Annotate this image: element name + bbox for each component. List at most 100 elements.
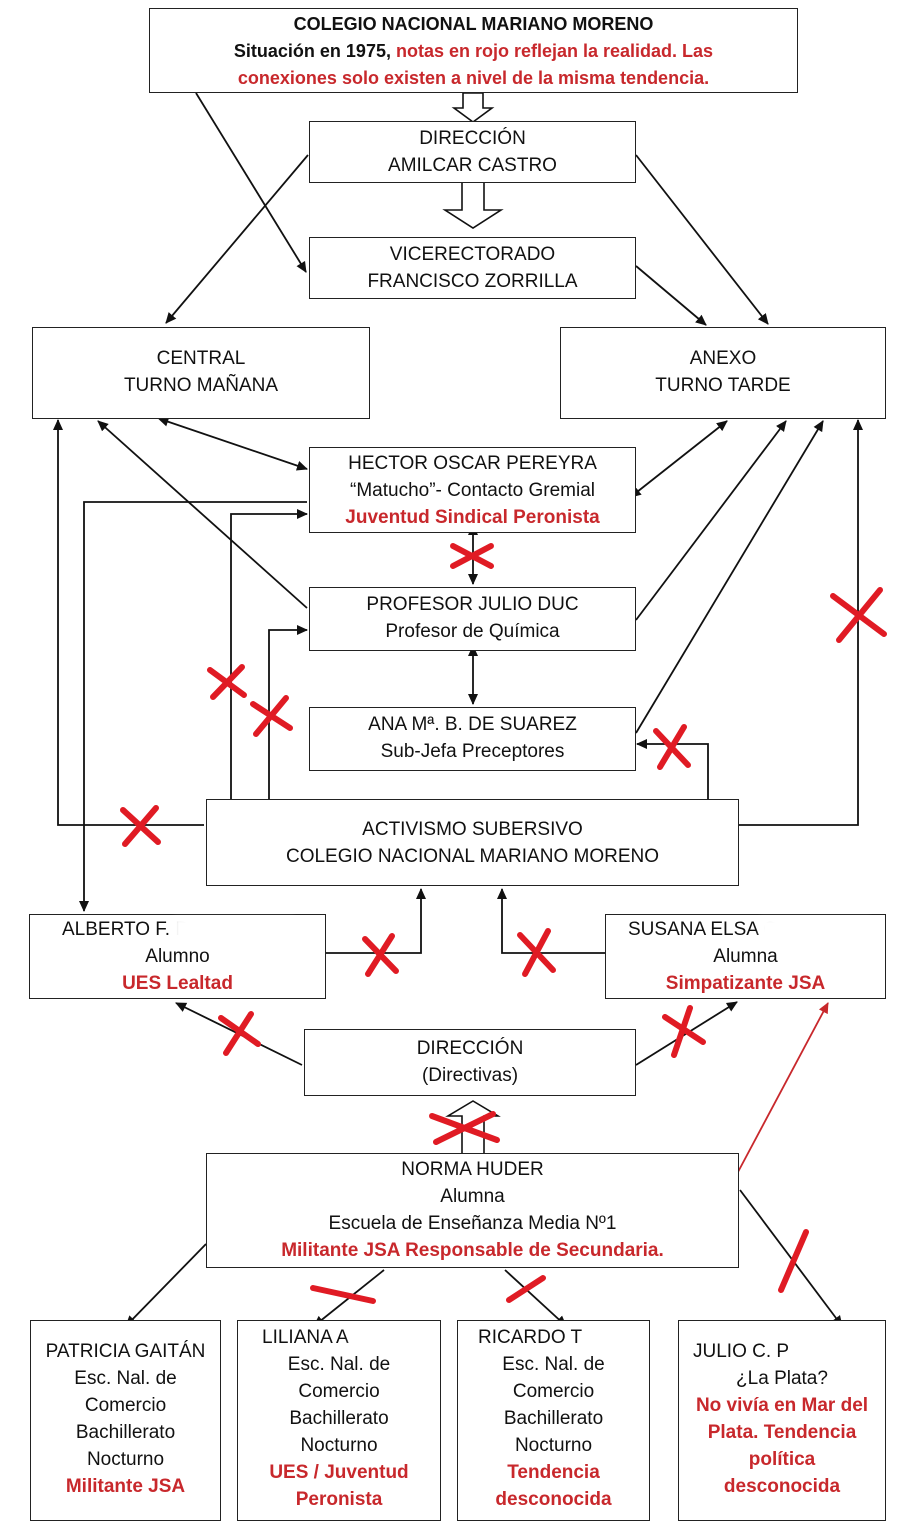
node-susana: SUSANA ELSA C Alumna Simpatizante JSA bbox=[605, 914, 886, 999]
node-liliana: LILIANA A Esc. Nal. de Comercio Bachille… bbox=[237, 1320, 441, 1521]
node-label: Bachillerato bbox=[75, 1422, 176, 1443]
node-label: Escuela de Enseñanza Media Nº1 bbox=[328, 1213, 617, 1234]
node-label: JULIO C. P bbox=[693, 1341, 790, 1362]
node-central: CENTRAL TURNO MAÑANA bbox=[32, 327, 370, 419]
node-note-red: política bbox=[748, 1449, 816, 1470]
node-label: Esc. Nal. de bbox=[287, 1354, 391, 1375]
edge-huder-to-julio bbox=[739, 1189, 843, 1327]
node-label: Alumno bbox=[145, 946, 210, 967]
edge-activismo-to-pereyra bbox=[230, 509, 308, 800]
edge-huder-to-susana-red bbox=[737, 1002, 829, 1173]
node-label: AMILCAR CASTRO bbox=[388, 155, 557, 176]
header-line2-red: notas en rojo reflejan la realidad. Las bbox=[395, 41, 714, 61]
node-julio: JULIO C. P ¿La Plata? No vivía en Mar de… bbox=[678, 1320, 886, 1521]
node-note-red: Simpatizante JSA bbox=[665, 973, 826, 994]
node-duc: PROFESOR JULIO DUC Profesor de Química bbox=[309, 587, 636, 651]
edge-pereyra-anexo bbox=[629, 420, 728, 498]
node-gaitan: PATRICIA GAITÁN Esc. Nal. de Comercio Ba… bbox=[30, 1320, 221, 1521]
edge-huder-to-ricardo bbox=[504, 1269, 567, 1327]
redaction-blur bbox=[174, 918, 294, 942]
edge-suarez-to-anexo bbox=[635, 420, 824, 734]
edge-direccion-to-central bbox=[165, 154, 309, 324]
node-label: DIRECCIÓN bbox=[416, 1038, 524, 1059]
header-box: COLEGIO NACIONAL MARIANO MORENO Situació… bbox=[149, 8, 798, 93]
node-label: Comercio bbox=[298, 1381, 380, 1402]
node-label: ACTIVISMO SUBERSIVO bbox=[362, 819, 583, 840]
node-note-red: desconocida bbox=[723, 1476, 841, 1497]
node-label: Sub-Jefa Preceptores bbox=[380, 741, 565, 762]
node-label: ANEXO bbox=[689, 348, 757, 369]
hollow-arrow-direccion-to-vicerectorado bbox=[442, 181, 504, 229]
node-label: Nocturno bbox=[86, 1449, 165, 1470]
node-huder: NORMA HUDER Alumna Escuela de Enseñanza … bbox=[206, 1153, 739, 1268]
node-direccion-top: DIRECCIÓN AMILCAR CASTRO bbox=[309, 121, 636, 183]
hollow-arrow-title-to-direccion bbox=[451, 92, 495, 123]
node-anexo: ANEXO TURNO TARDE bbox=[560, 327, 886, 419]
header-line-2: Situación en 1975, notas en rojo refleja… bbox=[150, 38, 797, 65]
edge-title-to-vicerectorado bbox=[195, 92, 307, 273]
edge-duc-to-anexo bbox=[635, 420, 787, 621]
node-label: COLEGIO NACIONAL MARIANO MORENO bbox=[285, 846, 659, 867]
header-line2-black: Situación en 1975, bbox=[233, 41, 396, 61]
node-label: Nocturno bbox=[514, 1435, 593, 1456]
node-label: FRANCISCO ZORRILLA bbox=[367, 271, 578, 292]
node-label: NORMA HUDER bbox=[401, 1159, 544, 1180]
edge-direccion-mid-to-alberto bbox=[175, 1002, 303, 1066]
node-label: Nocturno bbox=[300, 1435, 378, 1456]
node-activismo: ACTIVISMO SUBERSIVO COLEGIO NACIONAL MAR… bbox=[206, 799, 739, 886]
node-suarez: ANA Mª. B. DE SUAREZ Sub-Jefa Preceptore… bbox=[309, 707, 636, 771]
edge-huder-to-liliana bbox=[313, 1269, 385, 1327]
node-label: TURNO MAÑANA bbox=[123, 375, 279, 396]
node-label: Profesor de Química bbox=[385, 621, 560, 642]
node-note-red: Militante JSA bbox=[65, 1476, 186, 1497]
redaction-blur bbox=[760, 918, 870, 942]
node-label: DIRECCIÓN bbox=[419, 128, 526, 149]
edge-activismo-to-suarez bbox=[636, 739, 709, 800]
redaction-blur bbox=[798, 1340, 878, 1362]
node-label: RICARDO T bbox=[478, 1327, 583, 1348]
node-direccion-mid: DIRECCIÓN (Directivas) bbox=[304, 1029, 636, 1096]
node-label: ALBERTO F. D bbox=[62, 919, 190, 940]
edge-alberto-to-activismo bbox=[326, 888, 426, 954]
node-label: (Directivas) bbox=[421, 1065, 519, 1086]
node-note-red: Plata. Tendencia bbox=[707, 1422, 857, 1443]
node-note-red: Peronista bbox=[295, 1489, 383, 1510]
node-label: Bachillerato bbox=[503, 1408, 604, 1429]
node-label: VICERECTORADO bbox=[389, 244, 556, 265]
header-line3-red: conexiones solo existen a nivel de la mi… bbox=[237, 68, 710, 88]
node-note-red: UES Lealtad bbox=[122, 973, 233, 994]
node-label: HECTOR OSCAR PEREYRA bbox=[348, 453, 597, 474]
node-note-red: Tendencia bbox=[507, 1462, 600, 1483]
node-label: PROFESOR JULIO DUC bbox=[366, 594, 579, 615]
node-note-red: UES / Juventud bbox=[269, 1462, 409, 1483]
node-note-red: Juventud Sindical Peronista bbox=[345, 507, 600, 528]
node-label: SUSANA ELSA C bbox=[628, 919, 777, 940]
node-label: TURNO TARDE bbox=[655, 375, 791, 396]
edge-pereyra-to-alberto bbox=[79, 501, 307, 912]
node-vicerectorado: VICERECTORADO FRANCISCO ZORRILLA bbox=[309, 237, 636, 299]
header-title: COLEGIO NACIONAL MARIANO MORENO bbox=[293, 14, 654, 34]
edge-direccion-to-anexo bbox=[635, 154, 769, 325]
redaction-blur bbox=[350, 1326, 434, 1348]
node-label: Comercio bbox=[84, 1395, 167, 1416]
node-pereyra: HECTOR OSCAR PEREYRA “Matucho”- Contacto… bbox=[309, 447, 636, 533]
edge-duc-to-central bbox=[97, 420, 308, 609]
node-label: Esc. Nal. de bbox=[74, 1368, 177, 1389]
node-label: Bachillerato bbox=[289, 1408, 389, 1429]
node-note-red: No vivía en Mar del bbox=[695, 1395, 869, 1416]
edge-activismo-to-anexo bbox=[738, 419, 863, 826]
node-label: Comercio bbox=[512, 1381, 595, 1402]
node-label: ANA Mª. B. DE SUAREZ bbox=[368, 714, 577, 735]
node-label: ¿La Plata? bbox=[736, 1368, 828, 1389]
node-label: Alumna bbox=[713, 946, 778, 967]
edge-central-pereyra bbox=[157, 416, 308, 471]
node-label: PATRICIA GAITÁN bbox=[45, 1341, 206, 1362]
node-label: Esc. Nal. de bbox=[502, 1354, 605, 1375]
node-label: “Matucho”- Contacto Gremial bbox=[350, 480, 595, 501]
edge-huder-to-gaitan bbox=[125, 1243, 207, 1327]
node-label: CENTRAL bbox=[156, 348, 246, 369]
redaction-blur bbox=[592, 1326, 642, 1348]
edge-vicerectorado-to-anexo bbox=[635, 265, 707, 326]
